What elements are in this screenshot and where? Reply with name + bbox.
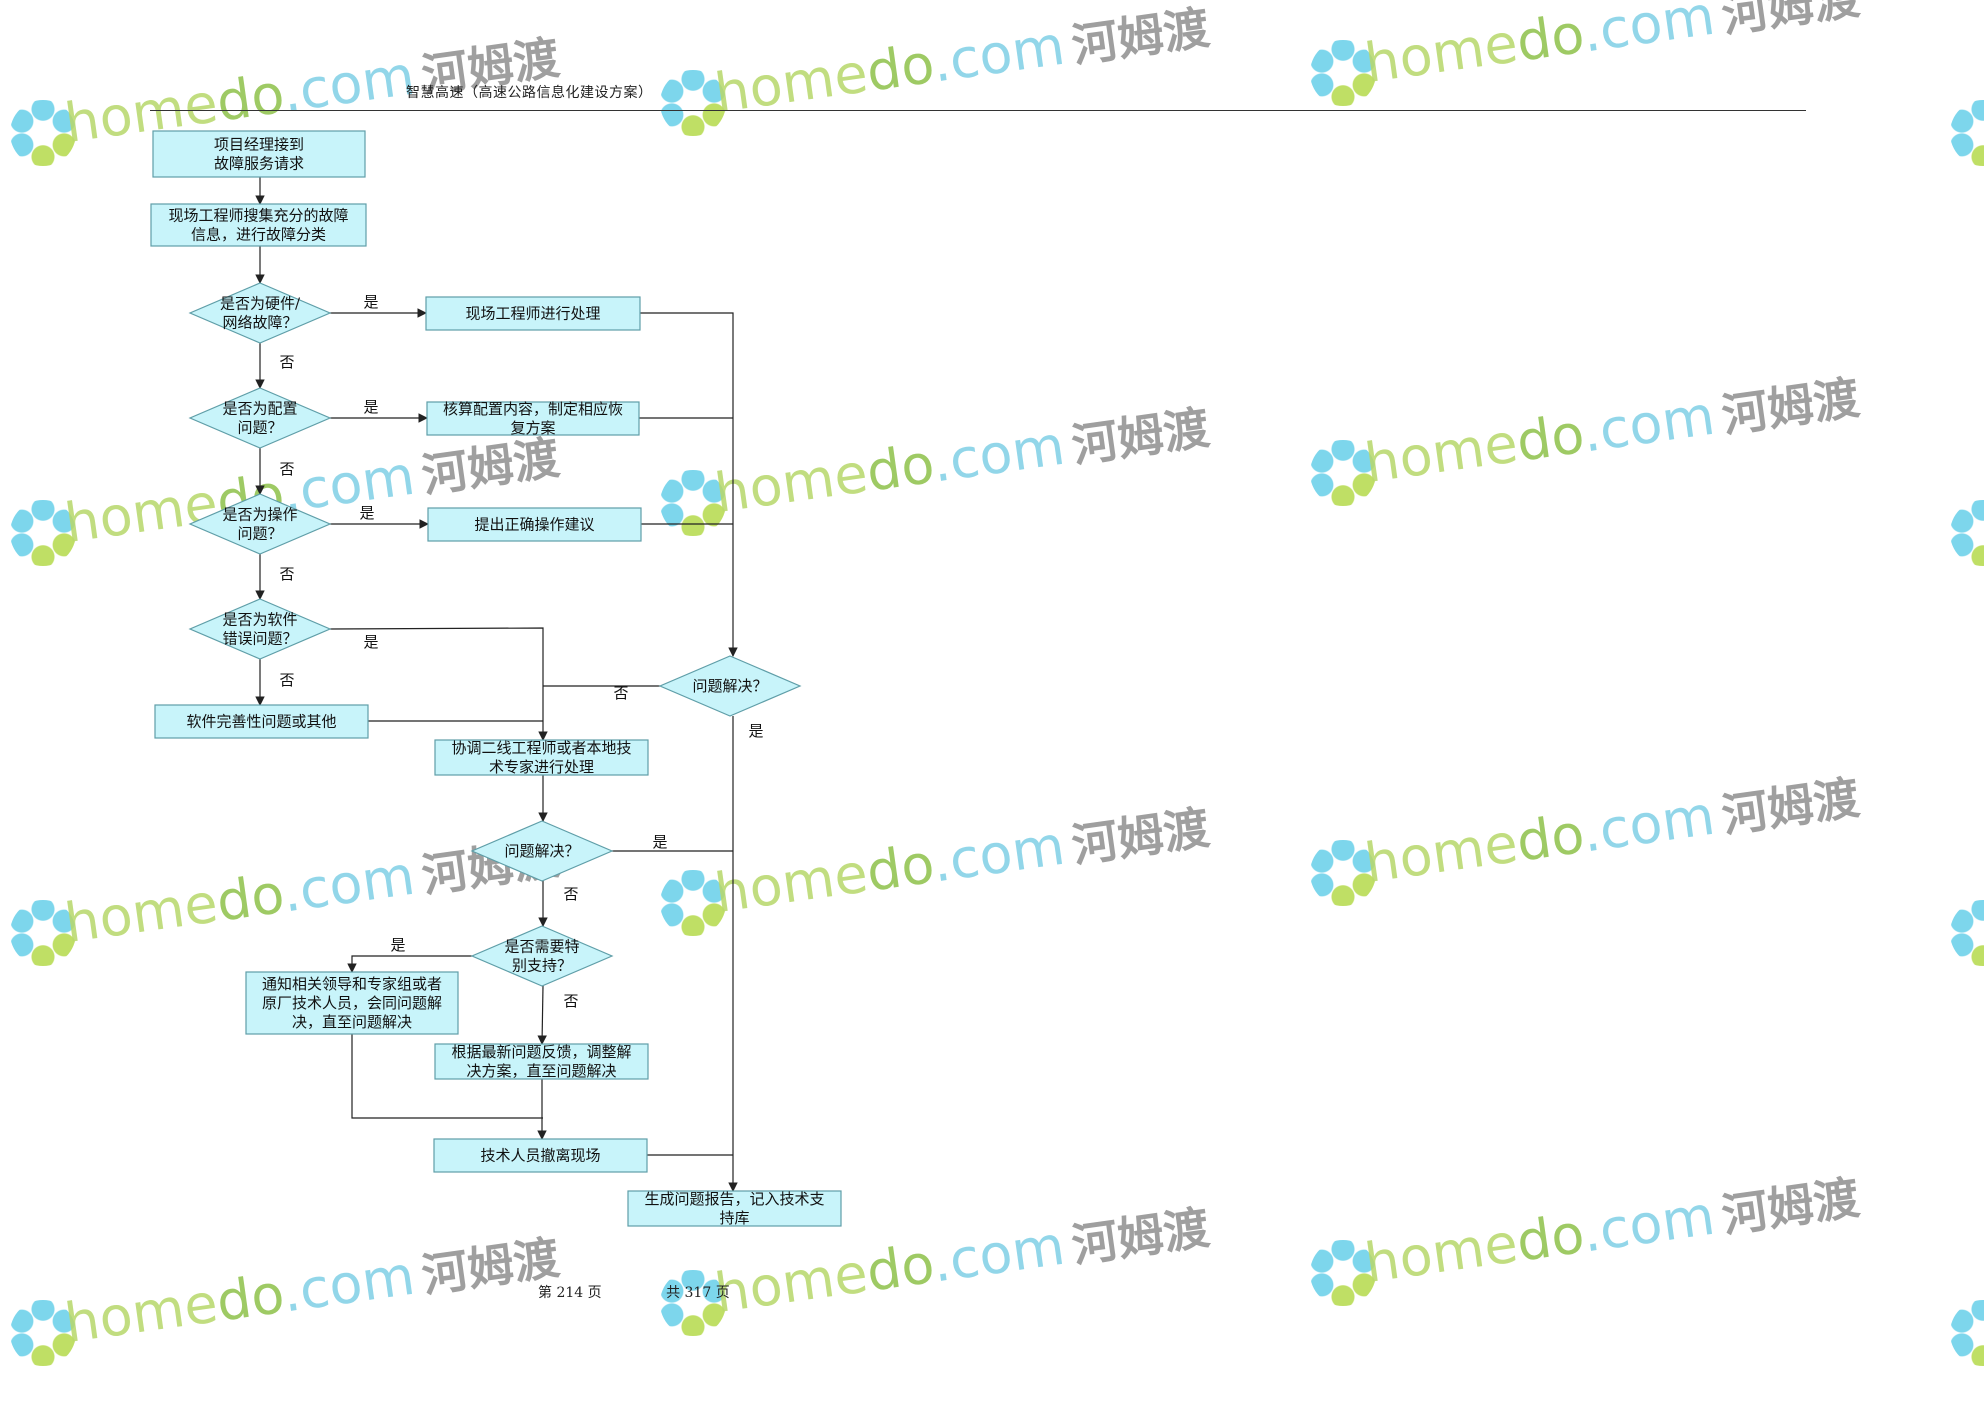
- edge-label-no: 否: [613, 684, 628, 702]
- edge-label-no: 否: [279, 671, 294, 689]
- node-label-line: 术专家进行处理: [489, 758, 594, 776]
- edge-special-yes: [347, 955, 472, 973]
- node-label-line: 信息，进行故障分类: [191, 226, 326, 244]
- node-label-line: 问题解决？: [692, 677, 767, 695]
- node-label-line: 问题？: [237, 525, 282, 543]
- decision-diamond: [470, 925, 614, 987]
- node-label-line: 现场工程师进行处理: [465, 305, 600, 323]
- edge-software-yes: [329, 627, 548, 741]
- node-label-line: 故障服务请求: [214, 155, 304, 173]
- process-box: [433, 1138, 648, 1173]
- edge-label-yes: 是: [363, 398, 378, 416]
- node-d-hardware: 是否为硬件/网络故障？: [188, 282, 332, 344]
- decision-diamond: [658, 655, 802, 717]
- node-software-other: 软件完善性问题或其他: [154, 704, 369, 739]
- edge-label-yes: 是: [748, 722, 763, 740]
- page-header: 智慧高速（高速公路信息化建设方案）: [406, 85, 653, 101]
- node-label-line: 提出正确操作建议: [474, 516, 594, 534]
- node-label-line: 是否为硬件/: [220, 295, 301, 313]
- node-label-line: 协调二线工程师或者本地技: [451, 739, 631, 757]
- node-label-line: 是否为软件: [222, 611, 297, 629]
- node-label-line: 软件完善性问题或其他: [186, 713, 336, 731]
- node-d-solved1: 问题解决？: [658, 655, 802, 717]
- process-box: [434, 1043, 649, 1080]
- node-label-line: 问题？: [237, 419, 282, 437]
- decision-diamond: [188, 598, 332, 660]
- node-label-line: 网络故障？: [222, 314, 297, 332]
- header-divider: [150, 110, 1806, 111]
- edge-label-no: 否: [279, 353, 294, 371]
- node-label-line: 是否为操作: [222, 506, 297, 524]
- node-label-line: 项目经理接到: [214, 136, 304, 154]
- node-label-line: 现场工程师搜集充分的故障: [168, 207, 348, 225]
- edge-label-yes: 是: [652, 833, 667, 851]
- node-label-line: 核算配置内容，制定相应恢: [443, 400, 623, 418]
- edge-notify-to-leave: [351, 1034, 543, 1119]
- process-box: [152, 130, 366, 178]
- node-label-line: 别支持？: [512, 957, 572, 975]
- node-label-line: 持库: [719, 1209, 749, 1227]
- node-leave: 技术人员撤离现场: [433, 1138, 648, 1173]
- edge-label-no: 否: [279, 565, 294, 583]
- node-d-solved2: 问题解决？: [470, 820, 614, 882]
- page-number: 第 214 页: [538, 1285, 602, 1301]
- decision-diamond: [188, 282, 332, 344]
- node-label-line: 复方案: [510, 419, 555, 437]
- node-label-line: 生成问题报告，记入技术支: [644, 1190, 824, 1208]
- edge-special-no: [537, 985, 547, 1045]
- process-box: [434, 739, 649, 776]
- edge-label-no: 否: [279, 460, 294, 478]
- process-box: [427, 507, 642, 542]
- node-label-line: 是否为配置: [222, 400, 297, 418]
- edge-onsite-to-solved: [640, 312, 738, 657]
- node-label-line: 错误问题？: [222, 630, 297, 648]
- process-box: [154, 704, 369, 739]
- node-onsite: 现场工程师进行处理: [425, 296, 641, 331]
- node-label-line: 是否需要特: [504, 938, 579, 956]
- process-box: [425, 296, 641, 331]
- process-box: [627, 1190, 842, 1227]
- edge-label-yes: 是: [363, 293, 378, 311]
- node-label-line: 原厂技术人员，会同问题解: [262, 994, 442, 1012]
- node-label-line: 通知相关领导和专家组或者: [262, 975, 442, 993]
- process-box: [245, 971, 459, 1035]
- edge-label-yes: 是: [363, 633, 378, 651]
- node-advice: 提出正确操作建议: [427, 507, 642, 542]
- page-footer: 第 214 页 共 317 页: [538, 1282, 730, 1302]
- decision-diamond: [470, 820, 614, 882]
- flowchart-edges: [255, 177, 738, 1192]
- page-total: 共 317 页: [666, 1285, 730, 1301]
- edge-label-no: 否: [563, 885, 578, 903]
- node-label-line: 根据最新问题反馈，调整解: [451, 1043, 631, 1061]
- decision-diamond: [188, 493, 332, 555]
- node-label-line: 决方案，直至问题解决: [466, 1062, 616, 1080]
- edge-label-yes: 是: [359, 504, 374, 522]
- process-box: [150, 203, 367, 247]
- node-label-line: 决，直至问题解决: [292, 1013, 412, 1031]
- edge-label-yes: 是: [390, 936, 405, 954]
- edge-label-no: 否: [563, 992, 578, 1010]
- node-label-line: 技术人员撤离现场: [480, 1147, 600, 1165]
- node-label-line: 问题解决？: [504, 842, 579, 860]
- flowchart-nodes: 项目经理接到故障服务请求现场工程师搜集充分的故障信息，进行故障分类是否为硬件/网…: [150, 130, 842, 1227]
- decision-diamond: [188, 387, 332, 449]
- process-box: [426, 401, 640, 436]
